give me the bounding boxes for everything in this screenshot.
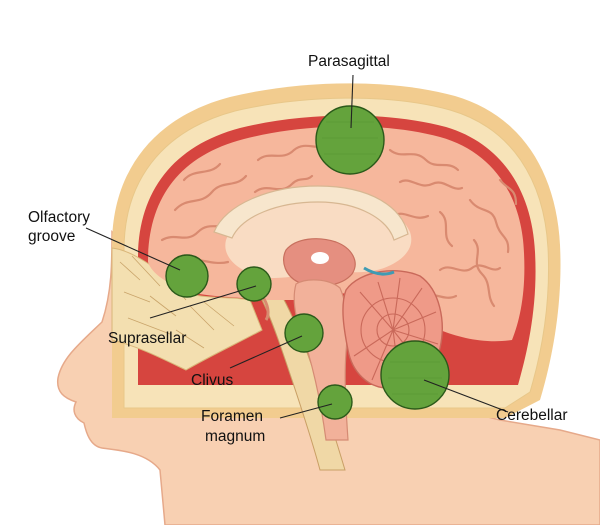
leader-olfactory-groove: [85, 227, 181, 271]
tumor-olfactory-groove: [165, 254, 209, 298]
label-cerebellar: Cerebellar: [496, 407, 568, 424]
leader-suprasellar: [149, 285, 257, 319]
label-suprasellar: Suprasellar: [108, 330, 186, 347]
label-olfactory-line1: Olfactory: [28, 209, 90, 226]
label-clivus: Clivus: [191, 372, 233, 389]
tumor-clivus: [284, 313, 324, 353]
label-parasagittal: Parasagittal: [308, 53, 390, 70]
tumor-texture: [322, 121, 442, 395]
leader-foramen-magnum: [279, 403, 333, 419]
leader-clivus: [229, 335, 303, 369]
leader-cerebellar: [423, 379, 509, 413]
tumor-foramen-magnum: [317, 384, 353, 420]
label-foramen-line2: magnum: [205, 428, 265, 445]
white-matter: [225, 193, 412, 278]
tumor-cerebellar: [380, 340, 450, 410]
straight-sinus: [363, 266, 395, 276]
label-foramen-line1: Foramen: [201, 408, 263, 425]
tumor-suprasellar: [236, 266, 272, 302]
third-ventricle-highlight: [311, 252, 329, 264]
corpus-callosum: [213, 185, 409, 241]
label-olfactory-line2: groove: [28, 228, 75, 245]
leader-parasagittal: [350, 74, 354, 129]
tumor-parasagittal: [315, 105, 385, 175]
